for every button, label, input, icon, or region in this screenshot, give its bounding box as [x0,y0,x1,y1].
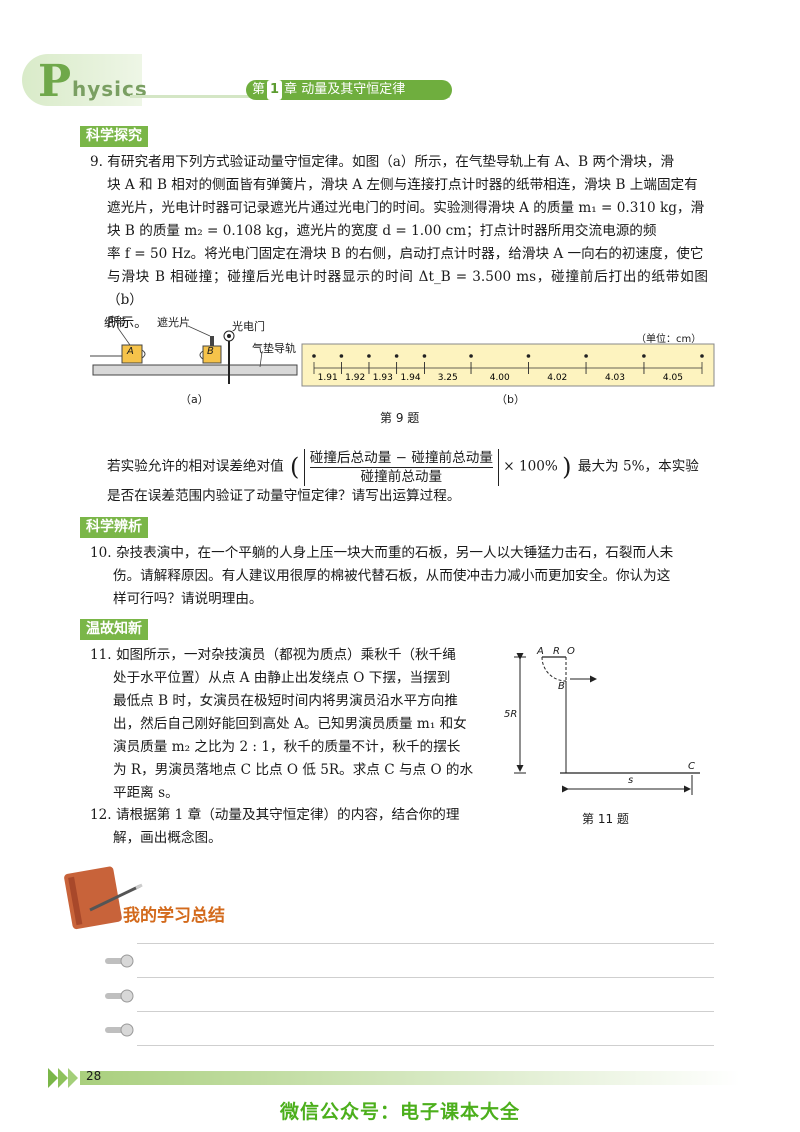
tape-segment-label: 4.05 [663,373,683,383]
figure-9-title: 第 9 题 [380,411,420,425]
caption-fig-b: （b） [496,393,525,406]
tape-dot [312,354,316,358]
fig11-label-o: O [567,646,575,657]
q11-line: 出，然后自己刚好能回到高处 A。已知男演员质量 m₁ 和女 [113,716,467,732]
q12-line: 12. 请根据第 1 章（动量及其守恒定律）的内容，结合你的理 [90,807,460,823]
formula-denominator: 碰撞前总动量 [360,468,443,485]
q9-line: 块 B 的质量 m₂ = 0.108 kg，遮光片的宽度 d = 1.00 cm… [107,223,657,239]
figure-11-title: 第 11 题 [582,812,629,826]
summary-line [137,1045,714,1046]
q11-line: 最低点 B 时，女演员在极短时间内将男演员沿水平方向推 [113,693,458,709]
tape-segment-label: 4.00 [490,373,510,383]
q9-line: 所示。 [107,315,148,331]
formula-tail: 最大为 5%，本实验 [577,458,699,475]
tape-dot [642,354,646,358]
summary-line [137,1011,714,1012]
block-a [121,344,143,364]
caption-fig-a: （a） [180,393,209,406]
formula-line: 若实验允许的相对误差绝对值 ( 碰撞后总动量 − 碰撞前总动量 碰撞前总动量 ×… [107,447,727,487]
spring-b [199,350,204,360]
logo-letter: P [38,56,72,107]
tape-segment-label: 4.03 [605,373,625,383]
tape-segment-label: 1.93 [373,373,393,383]
page-number: 28 [86,1069,102,1083]
tape-segment-label: 1.91 [318,373,338,383]
formula-intro: 若实验允许的相对误差绝对值 [107,458,284,475]
q9-line: 块 A 和 B 相对的侧面皆有弹簧片，滑块 A 左侧与连接打点计时器的纸带相连，… [107,177,698,193]
fig11-label-b: B [558,681,565,692]
label-shade: 遮光片 [157,316,190,329]
formula-block: ( 碰撞后总动量 − 碰撞前总动量 碰撞前总动量 × 100% ) [290,448,572,486]
q11-line: 处于水平位置）从点 A 由静止出发绕点 O 下摆，当摆到 [113,670,451,686]
q12-line: 解，画出概念图。 [113,830,222,846]
label-photogate: 光电门 [232,320,265,333]
pin-bullet-icon [105,954,134,968]
pin-bullet-icon [105,989,134,1003]
q11-line: 演员质量 m₂ 之比为 2 : 1，秋千的质量不计，秋千的摆长 [113,739,461,755]
section-tag-discern: 科学辨析 [80,517,148,538]
tape-unit: （单位：cm） [636,334,702,345]
label-block-b: B [207,346,214,357]
chapter-number: 1 [267,80,283,100]
tape-strip [301,343,715,387]
tape-dot [394,354,399,358]
tape-dot [526,354,531,358]
q11-line: 平距离 s。 [113,785,179,801]
q11-line: 为 R，男演员落地点 C 比点 O 低 5R。求点 C 与点 O 的水 [113,762,474,778]
q9-last-line: 是否在误差范围内验证了动量守恒定律？请写出运算过程。 [107,488,461,504]
footer-bar [48,1068,740,1088]
q9-line: 率 f = 50 Hz。将光电门固定在滑块 B 的右侧，启动打点计时器，给滑块 … [107,246,704,262]
question-12: 12. 请根据第 1 章（动量及其守恒定律）的内容，结合你的理 解，画出概念图。 [90,804,478,850]
question-9: 9. 有研究者用下列方式验证动量守恒定律。如图（a）所示，在气垫导轨上有 A、B… [90,151,708,335]
section-tag-review: 温故知新 [80,619,148,640]
summary-line [137,977,714,978]
pin-bullet-icon [105,1023,134,1037]
tape-segment-label: 1.94 [401,373,421,383]
chapter-prefix: 第 [252,82,266,97]
swing-arc [541,656,567,682]
q10-line: 伤。请解释原因。有人建议用很厚的棉被代替石板，从而使冲击力减小而更加安全。你认为… [113,568,671,584]
summary-title: 我的学习总结 [123,906,225,926]
q11-line: 11. 如图所示，一对杂技演员（都视为质点）乘秋千（秋千绳 [90,647,456,663]
label-paper-tape: 纸带 [104,316,126,329]
figure-a-apparatus [90,325,298,384]
shade-plate [210,336,214,346]
fig11-label-5r: 5R [504,709,518,720]
header-logo-bg [22,54,142,106]
tape-dot [339,354,344,358]
figure-11-diagram [514,653,700,795]
fig11-label-s: s [628,775,634,786]
figure-b-tape: 1.91 1.92 1.93 1.94 3.25 4.00 4.02 4.03 4.05 [301,343,715,387]
tape-dot [469,354,473,358]
tape-dot [584,354,588,358]
tape-dot [367,354,371,358]
section-tag-explore: 科学探究 [80,126,148,147]
fig11-label-a: A [537,646,544,657]
tape-dot [422,354,427,358]
fig11-label-r: R [553,646,560,657]
tape-segment-label: 1.92 [345,373,365,383]
chapter-title: 章 动量及其守恒定律 [284,82,406,97]
spring-a [141,349,146,359]
summary-line [137,943,714,944]
question-11: 11. 如图所示，一对杂技演员（都视为质点）乘秋千（秋千绳 处于水平位置）从点 … [90,644,478,805]
q9-line: 与滑块 B 相碰撞；碰撞后光电计时器显示的时间 Δt_B = 3.500 ms，… [107,269,708,308]
question-10: 10. 杂技表演中，在一个平躺的人身上压一块大而重的石板，另一人以大锤猛力击石，… [90,542,708,611]
tape-segment-label: 4.02 [547,373,567,383]
label-block-a: A [127,346,134,357]
tape-segment-label: 3.25 [438,373,458,383]
formula-times: × 100% [503,458,558,475]
air-track [92,364,298,376]
tape-dot [700,354,704,358]
formula-numerator: 碰撞后总动量 − 碰撞前总动量 [309,449,493,468]
q9-line: 遮光片，光电计时器可记录遮光片通过光电门的时间。实验测得滑块 A 的质量 m₁ … [107,200,705,216]
notebook-pen-icon [64,866,143,930]
q10-line: 样可行吗？请说明理由。 [113,591,263,607]
q9-line: 9. 有研究者用下列方式验证动量守恒定律。如图（a）所示，在气垫导轨上有 A、B… [90,154,674,170]
wechat-watermark: 微信公众号：电子课本大全 [279,1101,520,1123]
fig11-label-c: C [688,761,695,772]
q10-line: 10. 杂技表演中，在一个平躺的人身上压一块大而重的石板，另一人以大锤猛力击石，… [90,545,674,561]
label-air-track: 气垫导轨 [252,342,296,355]
